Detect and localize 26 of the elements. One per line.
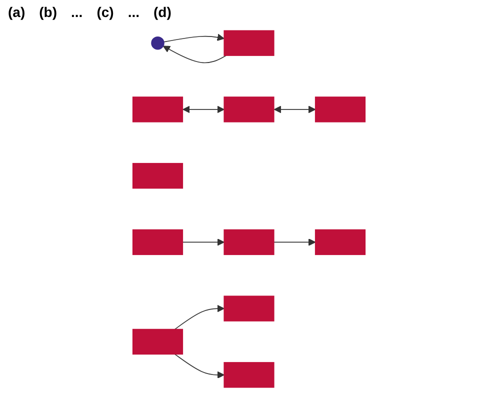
node-bar [224, 229, 274, 256]
arrow [273, 238, 316, 246]
arrow [182, 238, 224, 246]
arrow [274, 106, 316, 114]
arrow [163, 34, 224, 42]
node-bar [224, 96, 274, 122]
arrow [182, 106, 224, 114]
node-bar [314, 229, 366, 256]
arrow [174, 354, 224, 379]
ellipsis-text: ... [71, 4, 83, 20]
ellipsis-text: ... [128, 4, 140, 20]
node-box [132, 96, 184, 122]
panel-label: (c) [96, 4, 114, 20]
node-bar [224, 362, 274, 388]
node-circle [151, 36, 164, 50]
arrow [162, 46, 227, 64]
node-bar [132, 229, 184, 256]
node-bar [132, 328, 184, 355]
panel-label: (d) [153, 4, 172, 20]
node-bar [132, 162, 184, 189]
node-box [224, 30, 274, 56]
arrow [174, 304, 224, 330]
panel-label: (a) [8, 4, 26, 20]
node-bar [224, 296, 274, 322]
node-bar [314, 96, 366, 122]
panel-label: (b) [39, 4, 58, 20]
